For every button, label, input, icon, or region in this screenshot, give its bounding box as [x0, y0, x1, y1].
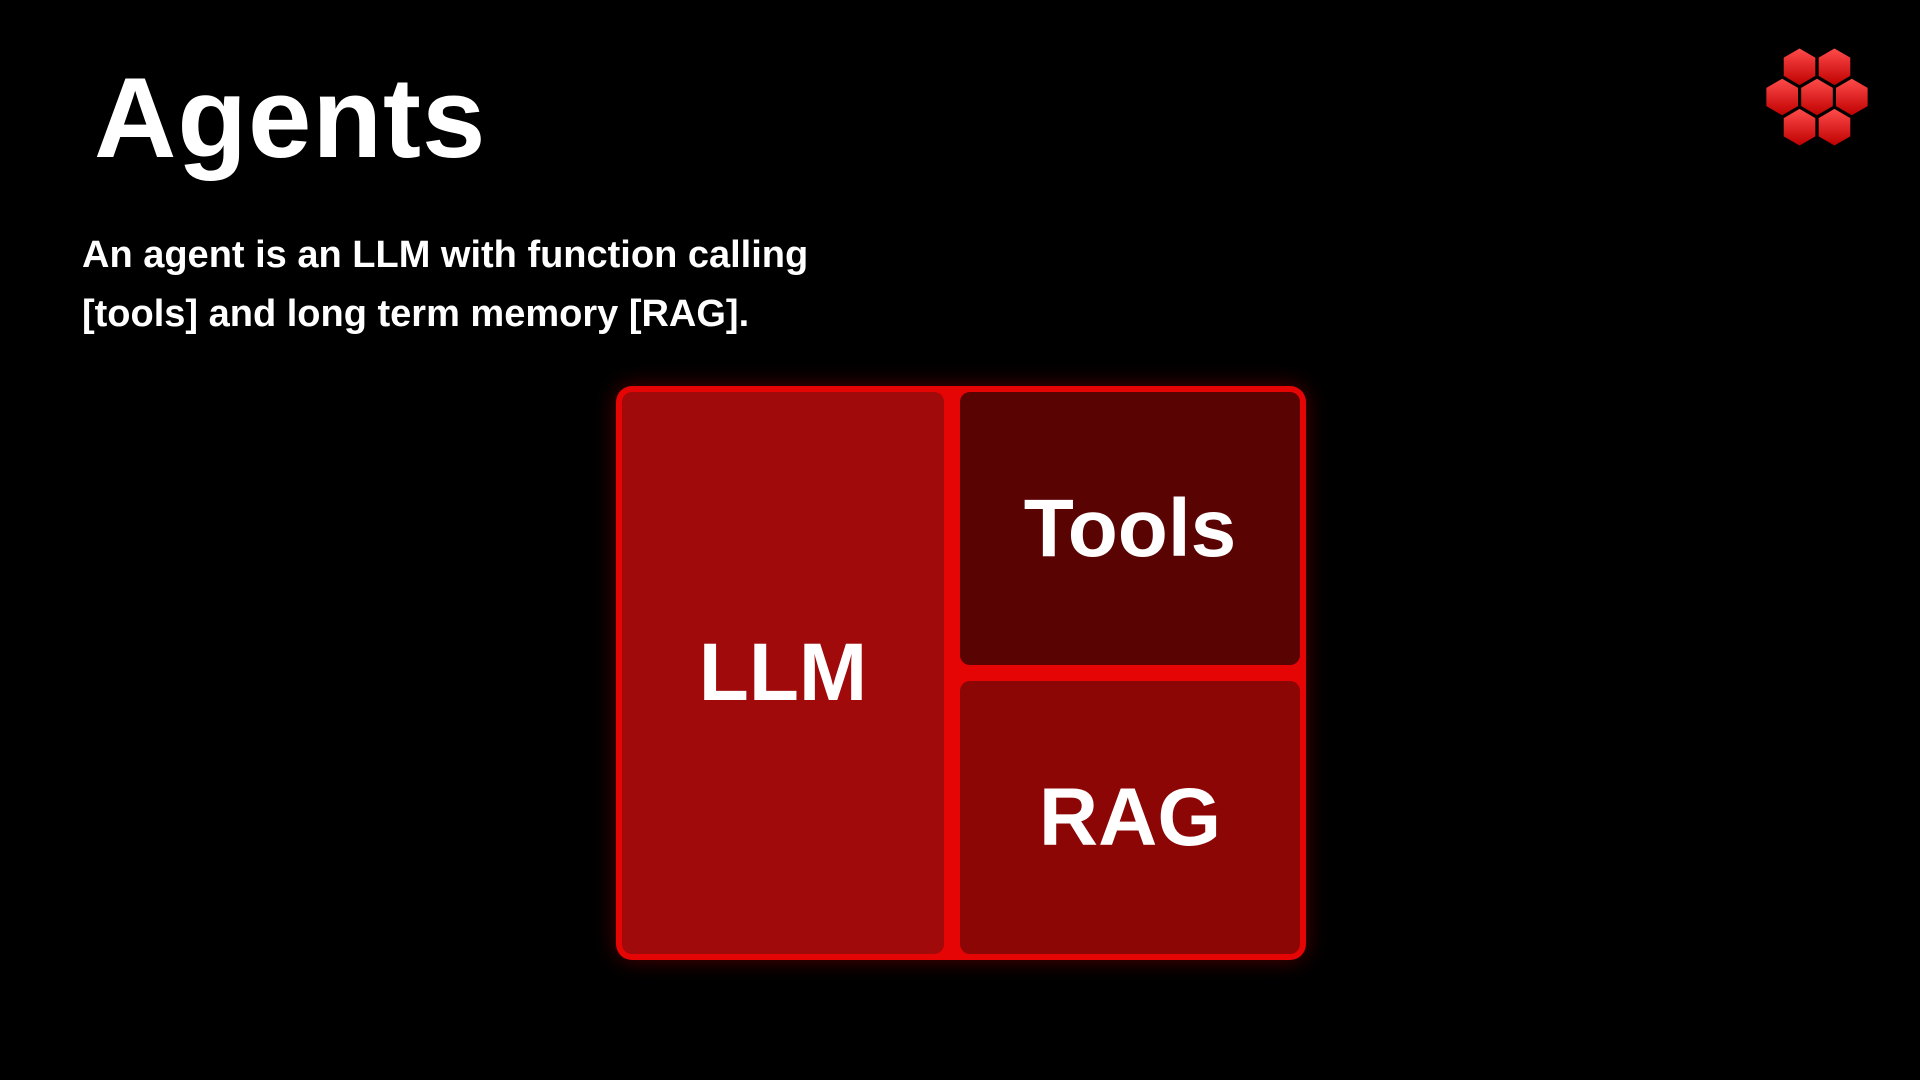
llm-label: LLM [698, 627, 868, 718]
slide-title: Agents [94, 55, 487, 182]
agent-diagram: LLM Tools RAG [616, 386, 1306, 960]
rag-label: RAG [1038, 771, 1222, 863]
llm-box: LLM [622, 392, 944, 954]
subtitle-line-1: An agent is an LLM with function calling [82, 234, 809, 276]
tools-label: Tools [1023, 482, 1237, 574]
rag-box: RAG [960, 681, 1300, 954]
slide-subtitle: An agent is an LLM with function calling… [82, 226, 808, 344]
subtitle-line-2: [tools] and long term memory [RAG]. [82, 292, 750, 335]
hexagon-cluster-logo-icon [1766, 48, 1868, 146]
tools-box: Tools [960, 392, 1300, 665]
